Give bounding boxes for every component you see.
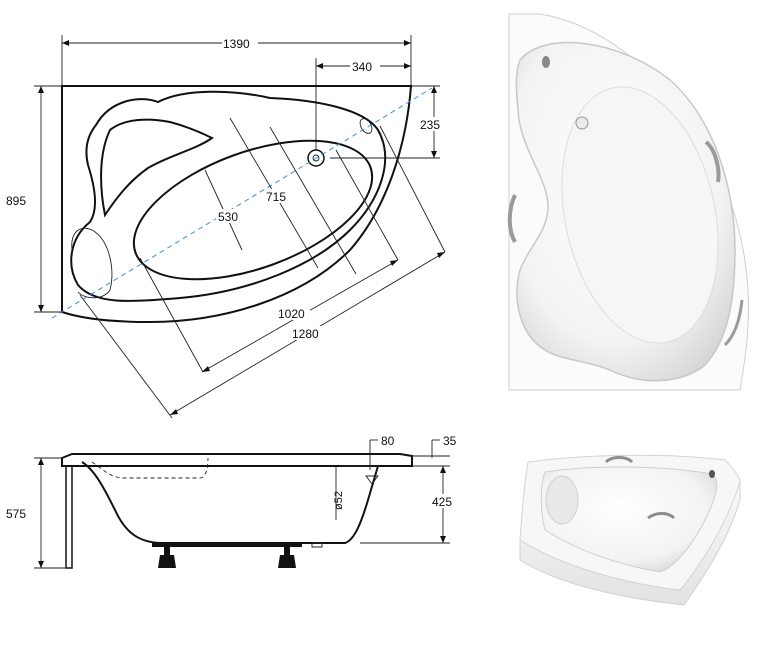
label-total-depth: 895 (6, 194, 26, 208)
label-rim-thickness: 35 (443, 434, 457, 448)
label-inner-length: 1020 (278, 307, 305, 321)
photo-persp-bowl (540, 466, 718, 573)
photo-top-bottom (561, 86, 719, 344)
dimension-total-height: 575 (4, 457, 66, 569)
photo-persp-handle-front (647, 512, 676, 520)
photo-top-handle-right (704, 140, 721, 183)
photo-top-drain (575, 116, 589, 130)
dimension-rim-width: 80 (369, 433, 402, 470)
tub-body-profile (81, 461, 379, 544)
dimension-inner-length: 1020 (139, 149, 399, 373)
corner-bathtub-perspective-photo (519, 454, 741, 606)
label-outer-length: 1280 (292, 327, 319, 341)
photo-persp-overflow (709, 470, 715, 478)
label-inner-bottom: 530 (218, 210, 238, 224)
dimension-tub-depth: 425 (360, 466, 460, 544)
dimension-total-width: 1390 (61, 35, 412, 85)
tub-side-panel (65, 466, 73, 569)
label-tub-depth: 425 (432, 495, 452, 509)
dimension-rim-thickness: 35 (412, 433, 464, 467)
label-total-width: 1390 (223, 37, 250, 51)
label-drain-depth: 235 (420, 118, 440, 132)
drain-hole (307, 149, 325, 167)
tub-rim (61, 453, 413, 467)
center-axis (51, 87, 433, 319)
top-view: 1390 340 235 895 (4, 35, 446, 419)
side-view: ø52 575 80 (4, 433, 464, 569)
tub-outer-outline (61, 85, 413, 324)
tub-bottom-ellipse (132, 139, 374, 281)
label-rim-width: 80 (381, 434, 395, 448)
photo-top-handle-left (507, 194, 517, 244)
photo-persp-headrest (545, 475, 579, 525)
label-drain-diameter: ø52 (333, 491, 345, 510)
dimension-drain-offset: 340 (315, 58, 411, 150)
dimension-outer-length: 1280 (79, 125, 446, 419)
tub-inner-basin (70, 90, 387, 302)
tub-internal-contour (91, 457, 209, 479)
label-total-height: 575 (6, 507, 26, 521)
photo-top-overflow (542, 56, 550, 68)
photo-persp-handle-top (604, 456, 634, 464)
label-inner-width: 715 (266, 190, 286, 204)
dimension-inner-bottom: 530 (204, 169, 243, 251)
photo-top-handle-bottom (723, 299, 744, 347)
corner-bathtub-top-photo (507, 13, 749, 391)
tub-headrest (100, 118, 214, 218)
tub-legs (152, 543, 302, 568)
tub-armrest-contour (71, 227, 113, 299)
dimension-total-depth: 895 (4, 85, 62, 313)
dimension-inner-width: 715 (229, 117, 357, 275)
label-drain-offset: 340 (352, 60, 372, 74)
overflow-hole (359, 118, 373, 134)
